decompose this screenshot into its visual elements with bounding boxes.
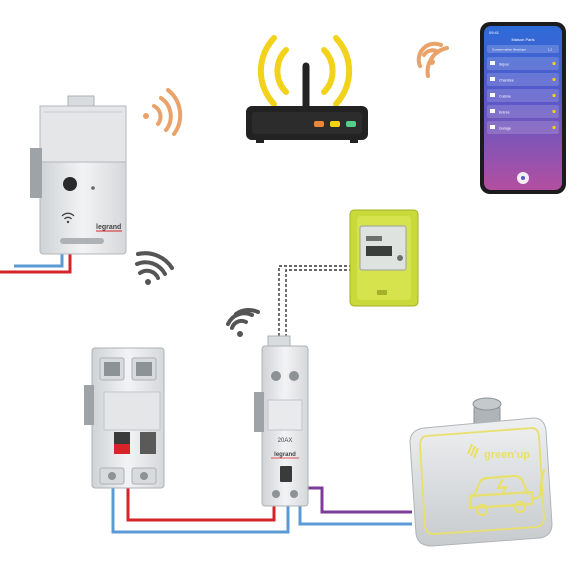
phone-room-row[interactable]: Garage bbox=[487, 121, 559, 134]
room-status-dot bbox=[552, 125, 556, 130]
phone-scene-bar bbox=[487, 45, 559, 53]
room-icon bbox=[490, 93, 495, 97]
phone-room-row[interactable]: Entrée bbox=[487, 105, 559, 118]
gateway-wifi-icon bbox=[61, 212, 75, 224]
room-label: Cuisine bbox=[499, 95, 511, 99]
charger-logo-icon bbox=[466, 443, 480, 459]
charger-brand: green'up bbox=[484, 449, 530, 461]
wifi-gateway-icon bbox=[143, 88, 183, 136]
charger-purple-wire bbox=[296, 486, 412, 514]
router-led-orange bbox=[314, 121, 324, 127]
contactor-switch bbox=[280, 466, 292, 482]
wifi-gateway-lower-icon bbox=[135, 251, 174, 285]
gateway-module: legrand bbox=[30, 95, 127, 255]
room-status-dot bbox=[552, 93, 556, 98]
room-icon bbox=[490, 109, 495, 113]
connected-contactor: 20AX legrand bbox=[254, 335, 309, 507]
gateway-brand: legrand bbox=[96, 224, 121, 231]
room-status-dot bbox=[552, 109, 556, 114]
meter-link-dashed-1 bbox=[278, 265, 352, 345]
room-label: Séjour bbox=[499, 63, 510, 67]
gateway-red-wire bbox=[0, 250, 72, 274]
meter-screen bbox=[366, 246, 392, 256]
wifi-contactor-icon bbox=[226, 308, 260, 337]
breaker-red-wire bbox=[126, 478, 276, 522]
contactor-brand: legrand bbox=[274, 452, 296, 458]
phone-status-time: 09:41 bbox=[489, 30, 500, 35]
phone-title: Maison Paris bbox=[511, 37, 534, 42]
phone-room-row[interactable]: Séjour bbox=[487, 57, 559, 70]
router-signal-icon bbox=[257, 35, 353, 107]
ev-charging-socket: green'up bbox=[409, 397, 553, 547]
phone-room-row[interactable]: Cuisine bbox=[487, 89, 559, 102]
room-status-dot bbox=[552, 77, 556, 82]
phone-scene-label: Consommation électrique bbox=[492, 48, 526, 52]
wifi-router bbox=[246, 35, 368, 143]
wifi-phone-icon bbox=[416, 41, 449, 78]
wiring bbox=[0, 250, 412, 534]
meter-link-dashed-2 bbox=[285, 269, 352, 345]
gateway-button bbox=[63, 177, 77, 191]
phone-room-row[interactable]: Chambre bbox=[487, 73, 559, 86]
room-icon bbox=[490, 77, 495, 81]
room-icon bbox=[490, 125, 495, 129]
room-label: Garage bbox=[499, 127, 511, 131]
room-status-dot bbox=[552, 61, 556, 66]
room-label: Entrée bbox=[499, 111, 510, 115]
router-led-yellow bbox=[330, 121, 340, 127]
room-icon bbox=[490, 61, 495, 65]
contactor-rating: 20AX bbox=[278, 438, 293, 444]
breaker-blue-wire bbox=[111, 478, 290, 534]
room-label: Chambre bbox=[499, 79, 514, 83]
differential-breaker bbox=[84, 347, 165, 489]
charger-blue-wire bbox=[298, 506, 412, 526]
phone-scene-value: 1,2 bbox=[548, 48, 553, 52]
electric-car-icon bbox=[468, 468, 546, 517]
smartphone: 09:41 Maison Paris Consommation électriq… bbox=[480, 22, 566, 194]
energy-meter bbox=[349, 209, 419, 307]
gateway-blue-wire bbox=[14, 250, 64, 268]
phone-screen bbox=[484, 26, 562, 190]
router-led-green bbox=[346, 121, 356, 127]
